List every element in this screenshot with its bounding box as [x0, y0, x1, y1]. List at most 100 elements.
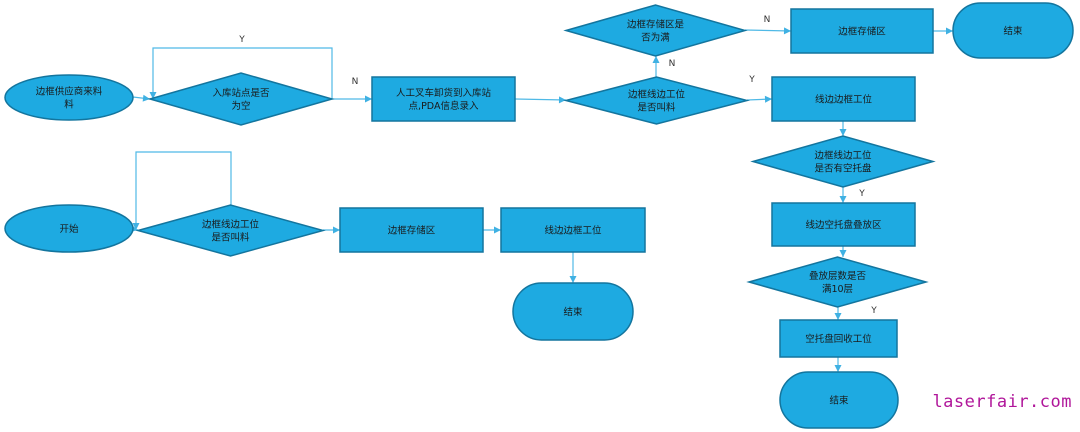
decision-diamond-shape: [563, 76, 750, 125]
edge-storage-bottom-to-line-station-bottom: [483, 226, 501, 234]
decision-diamond-shape: [147, 72, 335, 126]
arrowhead-icon: [652, 56, 660, 63]
process-rect-shape: [771, 76, 916, 122]
node-label-line: 线边空托盘叠放区: [805, 219, 882, 231]
arrowhead-icon: [494, 226, 501, 234]
edge-call-check-top-to-line-station-right: [746, 95, 773, 103]
edge-label: Y: [858, 189, 865, 199]
node-label-line: 结束: [1003, 25, 1023, 37]
decision-diamond-shape: [746, 256, 929, 308]
arrowhead-icon: [365, 95, 372, 103]
edge-line-station-bottom-to-end-bottom: [569, 252, 577, 283]
edge-supplier-to-inbound-empty: [132, 94, 151, 102]
node-recycle-station[interactable]: 空托盘回收工位: [779, 319, 898, 358]
process-rect-shape: [339, 207, 484, 253]
edge-line-station-right-to-empty-pallet-check: [839, 121, 847, 136]
node-label-line: 开始: [59, 223, 79, 235]
node-label-line: 边框存储区: [388, 225, 436, 237]
node-label-line: 料: [64, 99, 74, 111]
node-end-bottom[interactable]: 结束: [512, 282, 634, 341]
node-label-line: 是否叫料: [637, 102, 676, 114]
edge-empty-pallet-check-to-stack-area: [839, 187, 847, 203]
edge-inbound-empty-to-forklift: [332, 95, 372, 103]
terminal-shape: [952, 2, 1074, 59]
node-label-line: 满10层: [822, 284, 853, 295]
process-rect-shape: [771, 202, 916, 247]
node-label-line: 边框存储区: [838, 26, 886, 38]
process-rect-shape: [790, 8, 934, 54]
node-label-line: 边框线边工位: [202, 219, 260, 231]
edges-layer: [130, 27, 953, 372]
node-label-line: 人工叉车卸货到入库站: [396, 87, 492, 99]
connector-line: [152, 47, 333, 99]
edge-stack-area-to-stack-full: [839, 246, 847, 257]
decision-diamond-shape: [563, 4, 748, 57]
node-label-line: 边框线边工位: [628, 89, 686, 101]
edge-stack-full-to-recycle-station: [834, 307, 842, 320]
node-end-right[interactable]: 结束: [779, 371, 899, 429]
ellipse-shape: [4, 74, 134, 121]
edge-call-check-bottom-to-call-check-bottom: [132, 151, 232, 230]
node-label-line: 叠放层数是否: [809, 270, 867, 282]
arrowhead-icon: [132, 223, 140, 230]
node-label-line: 入库站点是否: [212, 87, 270, 99]
arrowhead-icon: [333, 226, 340, 234]
arrowhead-icon: [149, 92, 157, 99]
connector-line: [514, 98, 567, 101]
decision-diamond-shape: [135, 204, 326, 257]
arrowhead-icon: [558, 96, 566, 104]
arrowhead-icon: [764, 95, 772, 103]
node-label-line: 结束: [829, 395, 849, 407]
node-storage-bottom[interactable]: 边框存储区: [339, 207, 484, 253]
connector-line: [744, 29, 792, 32]
terminal-shape: [779, 371, 899, 429]
node-start[interactable]: 开始: [4, 204, 134, 253]
terminal-shape: [512, 282, 634, 341]
edge-label: N: [669, 59, 676, 69]
node-label-line: 空托盘回收工位: [805, 333, 872, 345]
process-rect-shape: [371, 76, 516, 122]
ellipse-shape: [4, 204, 134, 253]
node-label-line: 是否叫料: [211, 232, 250, 244]
edge-inbound-empty-to-inbound-empty: [149, 47, 333, 99]
edge-label: N: [352, 77, 359, 87]
edge-storage-full-to-storage-top: [744, 27, 792, 35]
node-label-line: 线边边框工位: [815, 94, 873, 106]
node-stack-area[interactable]: 线边空托盘叠放区: [771, 202, 916, 247]
arrowhead-icon: [839, 250, 847, 257]
arrowhead-icon: [834, 365, 842, 372]
node-label-line: 点,PDA信息录入: [409, 100, 479, 112]
connector-line: [135, 151, 232, 230]
watermark-text: laserfair.com: [932, 392, 1072, 412]
process-rect-shape: [779, 319, 898, 358]
edge-label: Y: [238, 35, 245, 45]
arrowhead-icon: [783, 27, 791, 35]
node-label-line: 是否有空托盘: [814, 163, 872, 175]
node-label-line: 线边边框工位: [544, 225, 602, 237]
node-end-top[interactable]: 结束: [952, 2, 1074, 59]
node-label-line: 边框线边工位: [814, 150, 872, 162]
node-label-line: 边框供应商来料: [36, 86, 103, 98]
arrowhead-icon: [834, 313, 842, 320]
node-storage-top[interactable]: 边框存储区: [790, 8, 934, 54]
edge-label: Y: [748, 75, 755, 85]
arrowhead-icon: [839, 129, 847, 136]
arrowhead-icon: [946, 27, 953, 35]
node-line-station-bottom[interactable]: 线边边框工位: [500, 207, 646, 253]
node-line-station-right[interactable]: 线边边框工位: [771, 76, 916, 122]
node-label-line: 为空: [231, 100, 250, 112]
edge-call-check-bottom-to-storage-bottom: [323, 226, 340, 234]
nodes-layer: 边框供应商来料料入库站点是否为空人工叉车卸货到入库站点,PDA信息录入边框线边工…: [4, 2, 1074, 429]
edge-recycle-station-to-end-right: [834, 357, 842, 372]
process-rect-shape: [500, 207, 646, 253]
